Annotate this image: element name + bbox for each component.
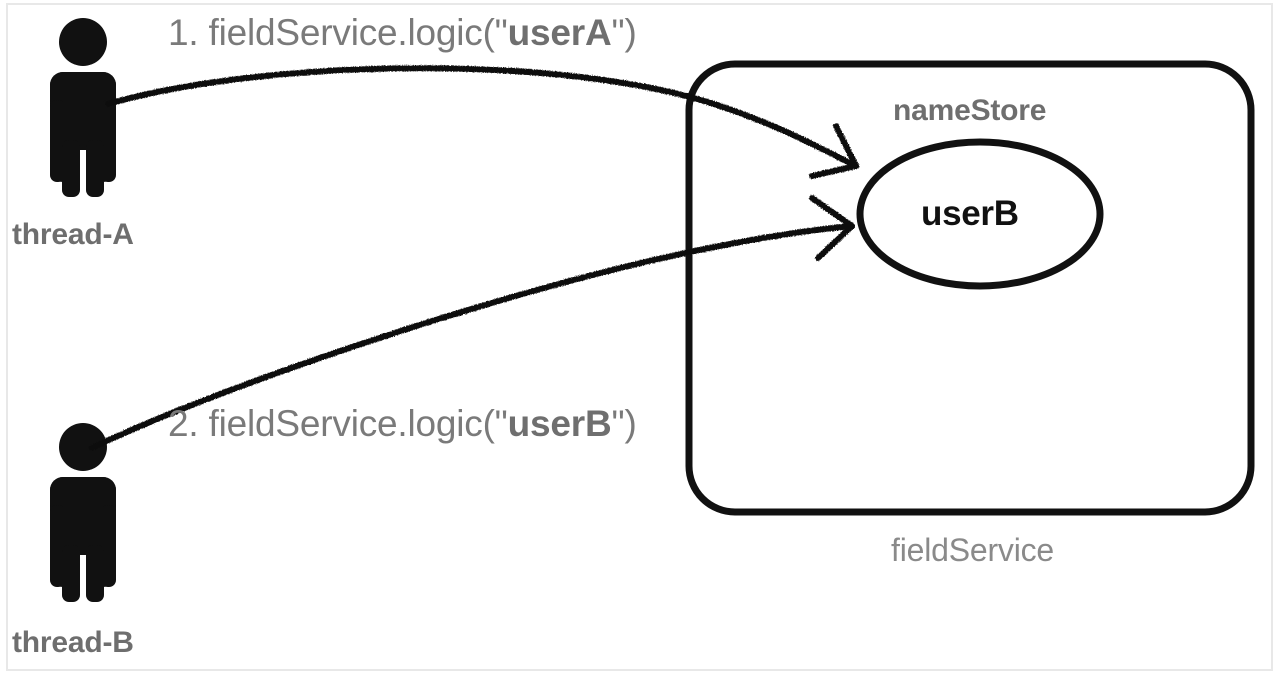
name-store-value: userB xyxy=(921,194,1019,233)
message-2-label: 2. fieldService.logic("userB") xyxy=(168,405,637,442)
message-2-suffix: ") xyxy=(611,403,637,444)
field-service-container xyxy=(685,60,1255,516)
message-1-emphasis: userA xyxy=(507,12,612,53)
actor-label-thread-b: thread-B xyxy=(12,626,134,659)
name-store-ellipse xyxy=(856,138,1104,290)
person-icon-thread-b xyxy=(50,423,116,602)
name-store-label: nameStore xyxy=(893,94,1047,127)
person-icon-thread-a xyxy=(50,18,116,197)
field-service-label: fieldService xyxy=(891,532,1055,568)
actor-label-thread-a: thread-A xyxy=(12,218,134,251)
message-1-suffix: ") xyxy=(611,12,637,53)
message-1-label: 1. fieldService.logic("userA") xyxy=(168,14,637,51)
message-1-prefix: 1. fieldService.logic(" xyxy=(168,12,508,53)
message-2-prefix: 2. fieldService.logic(" xyxy=(168,403,508,444)
message-2-emphasis: userB xyxy=(507,403,612,444)
arrow-2-thread-b-to-name-store xyxy=(89,195,855,451)
arrow-1-thread-a-to-name-store xyxy=(105,65,859,179)
